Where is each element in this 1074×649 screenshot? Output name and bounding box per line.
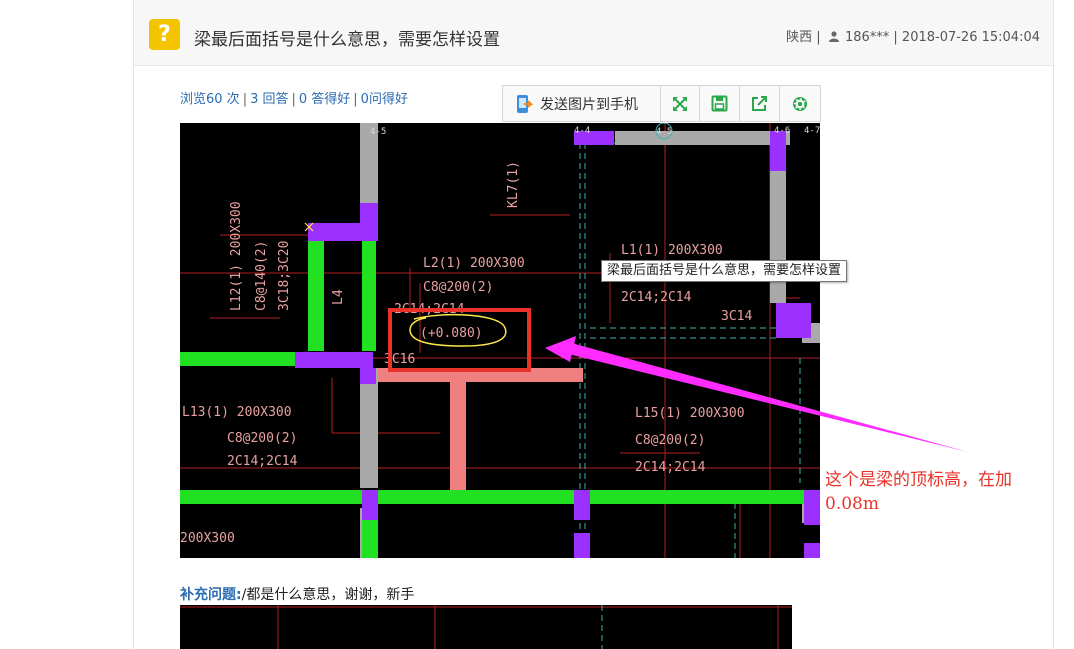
fullscreen-button[interactable] — [661, 86, 701, 121]
expand-icon — [672, 96, 687, 111]
stat-separator: | — [353, 92, 358, 107]
cad-drawing-2 — [180, 605, 792, 649]
save-button[interactable] — [700, 86, 741, 121]
supplement-image[interactable] — [180, 605, 792, 649]
user-icon — [828, 31, 839, 42]
meta-user[interactable]: 186*** — [844, 30, 890, 45]
cad-label-c14: 3C14 — [721, 309, 752, 324]
meta-separator: | — [816, 30, 821, 45]
question-meta: 陕西 | 186*** | 2018-07-26 15:04:04 — [786, 26, 1040, 45]
cad-label-l12-c: 3C18;3C20 — [277, 241, 292, 311]
annotation-line-2: 0.08m — [825, 494, 879, 514]
cad-label-l1-c: 2C14;2C14 — [621, 290, 692, 305]
cad-label-l12-a: L12(1) 200X300 — [229, 201, 244, 311]
meta-region: 陕西 — [786, 30, 813, 45]
cad-label-l12-b: C8@140(2) — [254, 241, 269, 311]
cad-label-l4: L4 — [331, 289, 346, 305]
cad-label-elevation: (+0.080) — [420, 326, 483, 341]
image-toolbar: 发送图片到手机 — [502, 85, 821, 122]
send-to-phone-button[interactable]: 发送图片到手机 — [503, 86, 661, 121]
stat-good-questions[interactable]: 0问得好 — [360, 92, 408, 107]
cad-label-l15-a: L15(1) 200X300 — [635, 406, 745, 421]
cad-label-l15-b: C8@200(2) — [635, 433, 705, 448]
image-tooltip: 梁最后面括号是什么意思，需要怎样设置 — [601, 260, 848, 282]
settings-button[interactable] — [780, 86, 820, 121]
question-mark-icon: ? — [149, 19, 180, 50]
yellow-circle — [409, 313, 507, 347]
cad-axis-label: 4-5 — [370, 127, 386, 137]
phone-icon — [517, 94, 533, 113]
cad-label-l2-a: L2(1) 200X300 — [423, 256, 525, 271]
cad-label-l13-c: 2C14;2C14 — [227, 454, 298, 469]
cad-axis-label: 4-6 — [774, 126, 790, 136]
supplement-question: 补充问题:/都是什么意思，谢谢，新手 — [180, 584, 414, 604]
annotation-text: 这个是梁的顶标高，在加 0.08m — [825, 468, 1065, 516]
question-title[interactable]: 梁最后面括号是什么意思，需要怎样设置 — [194, 30, 500, 50]
meta-separator: | — [893, 30, 902, 45]
meta-time: 2018-07-26 15:04:04 — [901, 30, 1040, 45]
cad-label-kl7: KL7(1) — [506, 161, 521, 208]
cad-label-l15-c: 2C14;2C14 — [635, 460, 706, 475]
send-to-phone-label: 发送图片到手机 — [540, 96, 638, 113]
stat-good-answers[interactable]: 0 答得好 — [298, 92, 351, 107]
annotation-line-1: 这个是梁的顶标高，在加 — [825, 470, 1012, 490]
save-icon — [711, 95, 728, 112]
cad-label-bottom: 200X300 — [180, 531, 235, 546]
stat-views[interactable]: 浏览60 次 — [180, 92, 240, 107]
cad-label-l1-a: L1(1) 200X300 — [621, 243, 723, 258]
question-header: ? 梁最后面括号是什么意思，需要怎样设置 陕西 | 186*** | 2018-… — [134, 0, 1053, 66]
cad-drawing: L12(1) 200X300 C8@140(2) 3C18;3C20 L4 KL… — [180, 123, 820, 558]
cad-axis-label: 4-7 — [804, 126, 820, 136]
cad-label-l13-b: C8@200(2) — [227, 431, 297, 446]
highlight-box — [388, 308, 531, 372]
stat-separator: | — [291, 92, 296, 107]
supplement-text: /都是什么意思，谢谢，新手 — [241, 587, 415, 603]
cad-axis-label: 4-4 — [574, 126, 590, 136]
question-stats: 浏览60 次|3 回答|0 答得好|0问得好 — [180, 88, 408, 107]
share-icon — [752, 96, 768, 111]
question-image[interactable]: L12(1) 200X300 C8@140(2) 3C18;3C20 L4 KL… — [180, 123, 820, 558]
stat-answers[interactable]: 3 回答 — [250, 92, 289, 107]
cad-label-l13-a: L13(1) 200X300 — [182, 405, 292, 420]
settings-icon — [793, 96, 808, 111]
question-card: ? 梁最后面括号是什么意思，需要怎样设置 陕西 | 186*** | 2018-… — [133, 0, 1054, 649]
share-button[interactable] — [740, 86, 781, 121]
stat-separator: | — [242, 92, 248, 107]
cad-axis-label: 4-5 — [656, 127, 672, 137]
cad-label-l2-b: C8@200(2) — [423, 280, 493, 295]
supplement-label: 补充问题: — [180, 587, 242, 603]
